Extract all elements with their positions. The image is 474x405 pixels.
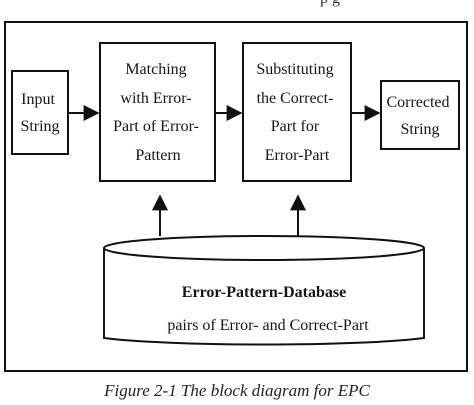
corrected-string-box: Corrected String: [380, 80, 460, 150]
substituting-box: Substituting the Correct- Part for Error…: [242, 42, 352, 182]
input-box-line-1: Input: [21, 91, 55, 108]
substituting-box-line-4: Error-Part: [265, 147, 330, 164]
svg-text:Corrected String: Corrected String: [386, 94, 453, 138]
svg-text:Matching with Error-: Matching with Error- Part of Error- Patt…: [113, 61, 203, 164]
matching-box-line-2: with Error-: [120, 90, 191, 107]
corrected-box-line-1: Corrected: [386, 94, 449, 111]
corrected-box-line-2: String: [400, 121, 439, 138]
svg-text:Input String: Input String: [20, 91, 59, 135]
substituting-box-line-1: Substituting: [256, 61, 333, 78]
input-string-box: Input String: [11, 70, 69, 155]
database-subtitle: pairs of Error- and Correct-Part: [167, 317, 369, 334]
matching-box: Matching with Error- Part of Error- Patt…: [99, 42, 216, 182]
outer-frame: [4, 21, 468, 372]
database-title: Error-Pattern-Database: [182, 284, 346, 301]
matching-box-line-1: Matching: [125, 61, 186, 78]
figure-caption: Figure 2-1 The block diagram for EPC: [104, 381, 370, 400]
matching-box-line-4: Pattern: [135, 147, 180, 164]
matching-box-line-3: Part of Error-: [113, 118, 199, 135]
substituting-box-line-2: the Correct-: [257, 90, 334, 107]
substituting-box-line-3: Part for: [271, 118, 320, 135]
database-cylinder: Error-Pattern-Database pairs of Error- a…: [103, 235, 425, 346]
input-box-line-2: String: [20, 118, 59, 135]
cut-off-text: p g: [320, 0, 340, 8]
svg-text:Substituting the Corre: Substituting the Correct- Part for Error…: [256, 61, 337, 164]
